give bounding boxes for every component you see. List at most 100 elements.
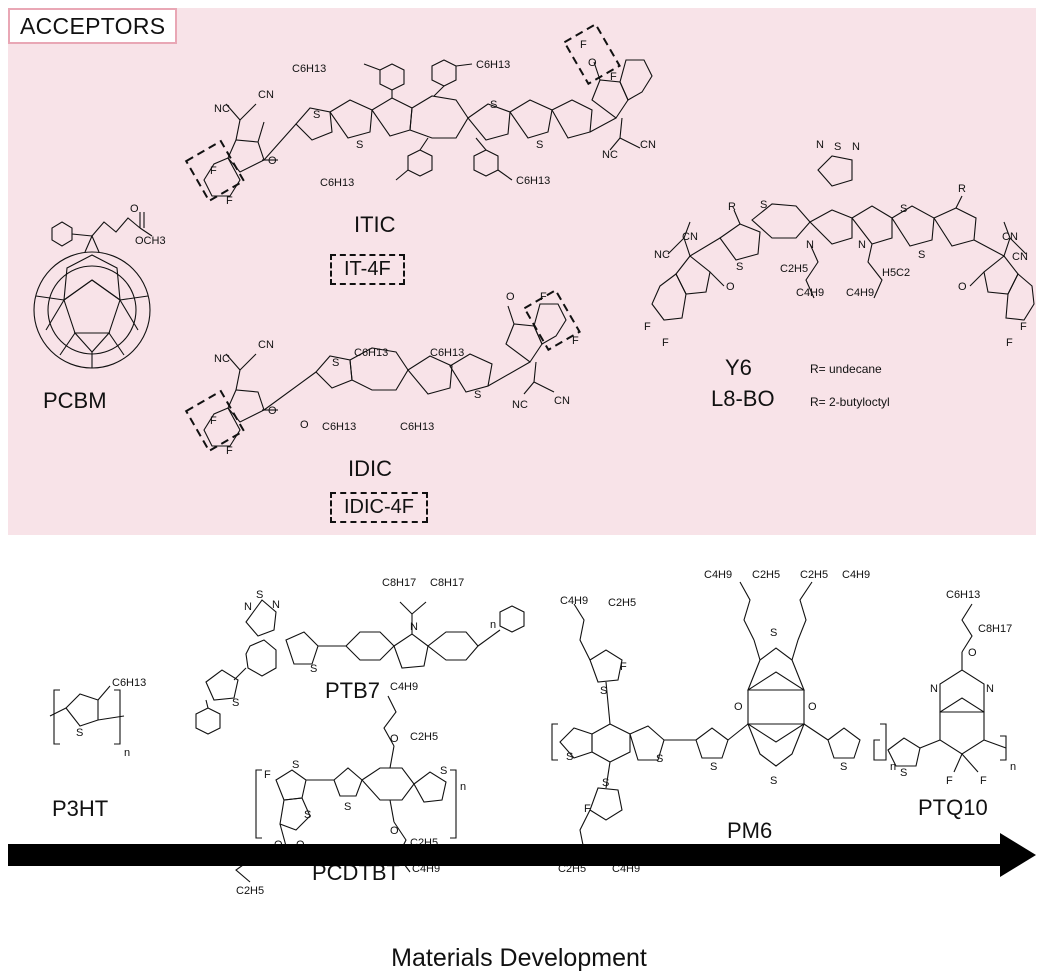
ptb7-structure: [195, 599, 525, 735]
idic-c6h13-label: C6H13: [400, 421, 434, 433]
pm6-s-label: S: [566, 751, 573, 763]
ptq10-f-label: F: [980, 775, 987, 787]
idic-left-fluoro-highlight: [184, 389, 246, 453]
ptb7-s-label: S: [256, 589, 263, 601]
pcbm-och3-label: OCH3: [135, 235, 166, 247]
pcbm-o-label: O: [130, 203, 139, 215]
pm6-f-label: F: [584, 803, 591, 815]
y6-s-label: S: [736, 261, 743, 273]
pcbm-label: PCBM: [43, 388, 107, 413]
pm6-f-label: F: [620, 661, 627, 673]
pm6-s-label: S: [770, 775, 777, 787]
pm6-s-label: S: [600, 685, 607, 697]
itic-s-label: S: [356, 139, 363, 151]
ptq10-structure: [873, 603, 1007, 773]
y6-c2h5-label: C2H5: [780, 263, 808, 275]
itic-structure: [203, 59, 653, 197]
itic-cn-label: CN: [258, 89, 274, 101]
pcdtbt-s-label: S: [304, 809, 311, 821]
pcdtbt-n-label: n: [460, 781, 466, 793]
itic-c6h13-label: C6H13: [516, 175, 550, 187]
acceptor-atom-labels: C6H13 C6H13 C6H13 C6H13 NC CN O F F F F …: [130, 39, 1028, 457]
pcdtbt-o-label: O: [390, 733, 399, 745]
idic-c6h13-label: C6H13: [322, 421, 356, 433]
idic-cn-label: CN: [554, 395, 570, 407]
idic-f-label: F: [540, 291, 547, 303]
pm6-c2h5-label: C2H5: [800, 569, 828, 581]
pcdtbt-f-label: F: [264, 769, 271, 781]
itic-nc-label: NC: [602, 149, 618, 161]
y6-c4h9-label: C4H9: [846, 287, 874, 299]
acceptors-panel: ACCEPTORS: [8, 8, 1036, 535]
p3ht-structure: [49, 685, 125, 745]
pcdtbt-c4h9-label: C4H9: [390, 681, 418, 693]
y6-f-label: F: [662, 337, 669, 349]
itic-c6h13-label: C6H13: [476, 59, 510, 71]
ptq10-o-label: O: [968, 647, 977, 659]
ptb7-label: PTB7: [325, 678, 381, 703]
pm6-o-label: O: [808, 701, 817, 713]
idic-o-label: O: [506, 291, 515, 303]
materials-development-arrow: [8, 833, 1036, 877]
ptb7-c8h17-label: C8H17: [382, 577, 416, 589]
itic-right-fluoro-highlight: [563, 22, 621, 86]
pm6-c2h5-label: C2H5: [608, 597, 636, 609]
idic-structure: [203, 303, 567, 447]
pm6-c4h9-label: C4H9: [842, 569, 870, 581]
idic-f-label: F: [226, 445, 233, 457]
ptq10-label: PTQ10: [918, 795, 988, 820]
y6-s-label: S: [834, 141, 841, 153]
ptq10-n-label: N: [986, 683, 994, 695]
pcdtbt-s-label: S: [440, 765, 447, 777]
idic-c6h13-label: C6H13: [430, 347, 464, 359]
pm6-s-label: S: [656, 753, 663, 765]
itic-nc-label: NC: [214, 103, 230, 115]
arrow-shape: [8, 833, 1036, 877]
pm6-c4h9-label: C4H9: [704, 569, 732, 581]
idic-nc-label: NC: [512, 399, 528, 411]
ptq10-n-label: n: [1010, 761, 1016, 773]
y6-n-label: N: [858, 239, 866, 251]
itic-c6h13-label: C6H13: [292, 63, 326, 75]
pm6-o-label: O: [734, 701, 743, 713]
acceptors-section-label: ACCEPTORS: [8, 8, 178, 44]
y6-f-label: F: [644, 321, 651, 333]
l8bo-label: L8-BO: [711, 386, 775, 411]
idic-s-label: S: [332, 357, 339, 369]
itic-s-label: S: [536, 139, 543, 151]
ptq10-c8h17-label: C8H17: [978, 623, 1012, 635]
itic-o-label: O: [268, 155, 277, 167]
ptb7-s-label: S: [310, 663, 317, 675]
itic-left-fluoro-highlight: [184, 139, 246, 203]
y6-n-label: N: [806, 239, 814, 251]
pm6-label: PM6: [727, 818, 773, 843]
ptb7-n-label: N: [272, 599, 280, 611]
y6-s-label: S: [918, 249, 925, 261]
y6-r-label: R: [958, 183, 966, 195]
pm6-s-label: S: [840, 761, 847, 773]
ptq10-f-label: F: [946, 775, 953, 787]
itic-cn-label: CN: [640, 139, 656, 151]
itic-f-label: F: [610, 71, 617, 83]
l8bo-r-note: R= 2-butyloctyl: [810, 395, 890, 409]
y6-cn-label: CN: [1002, 231, 1018, 243]
axis-label: Materials Development: [391, 944, 647, 972]
pm6-s-label: S: [770, 627, 777, 639]
ptb7-c8h17-label: C8H17: [430, 577, 464, 589]
pm6-c4h9-label: C4H9: [560, 595, 588, 607]
idic-cn-label: CN: [258, 339, 274, 351]
idic-s-label: S: [474, 389, 481, 401]
y6-r-note: R= undecane: [810, 362, 882, 376]
y6-h5c2-label: H5C2: [882, 267, 910, 279]
ptq10-s-label: S: [900, 767, 907, 779]
p3ht-s-label: S: [76, 727, 83, 739]
idic-right-fluoro-highlight: [523, 288, 581, 352]
y6-r-label: R: [728, 201, 736, 213]
pcdtbt-s-label: S: [292, 759, 299, 771]
y6-n-label: N: [816, 139, 824, 151]
pcdtbt-c2h5-label: C2H5: [236, 885, 264, 897]
pm6-s-label: S: [602, 777, 609, 789]
ptb7-n-label: N: [244, 601, 252, 613]
y6-o-label: O: [726, 281, 735, 293]
idic-nc-label: NC: [214, 353, 230, 365]
